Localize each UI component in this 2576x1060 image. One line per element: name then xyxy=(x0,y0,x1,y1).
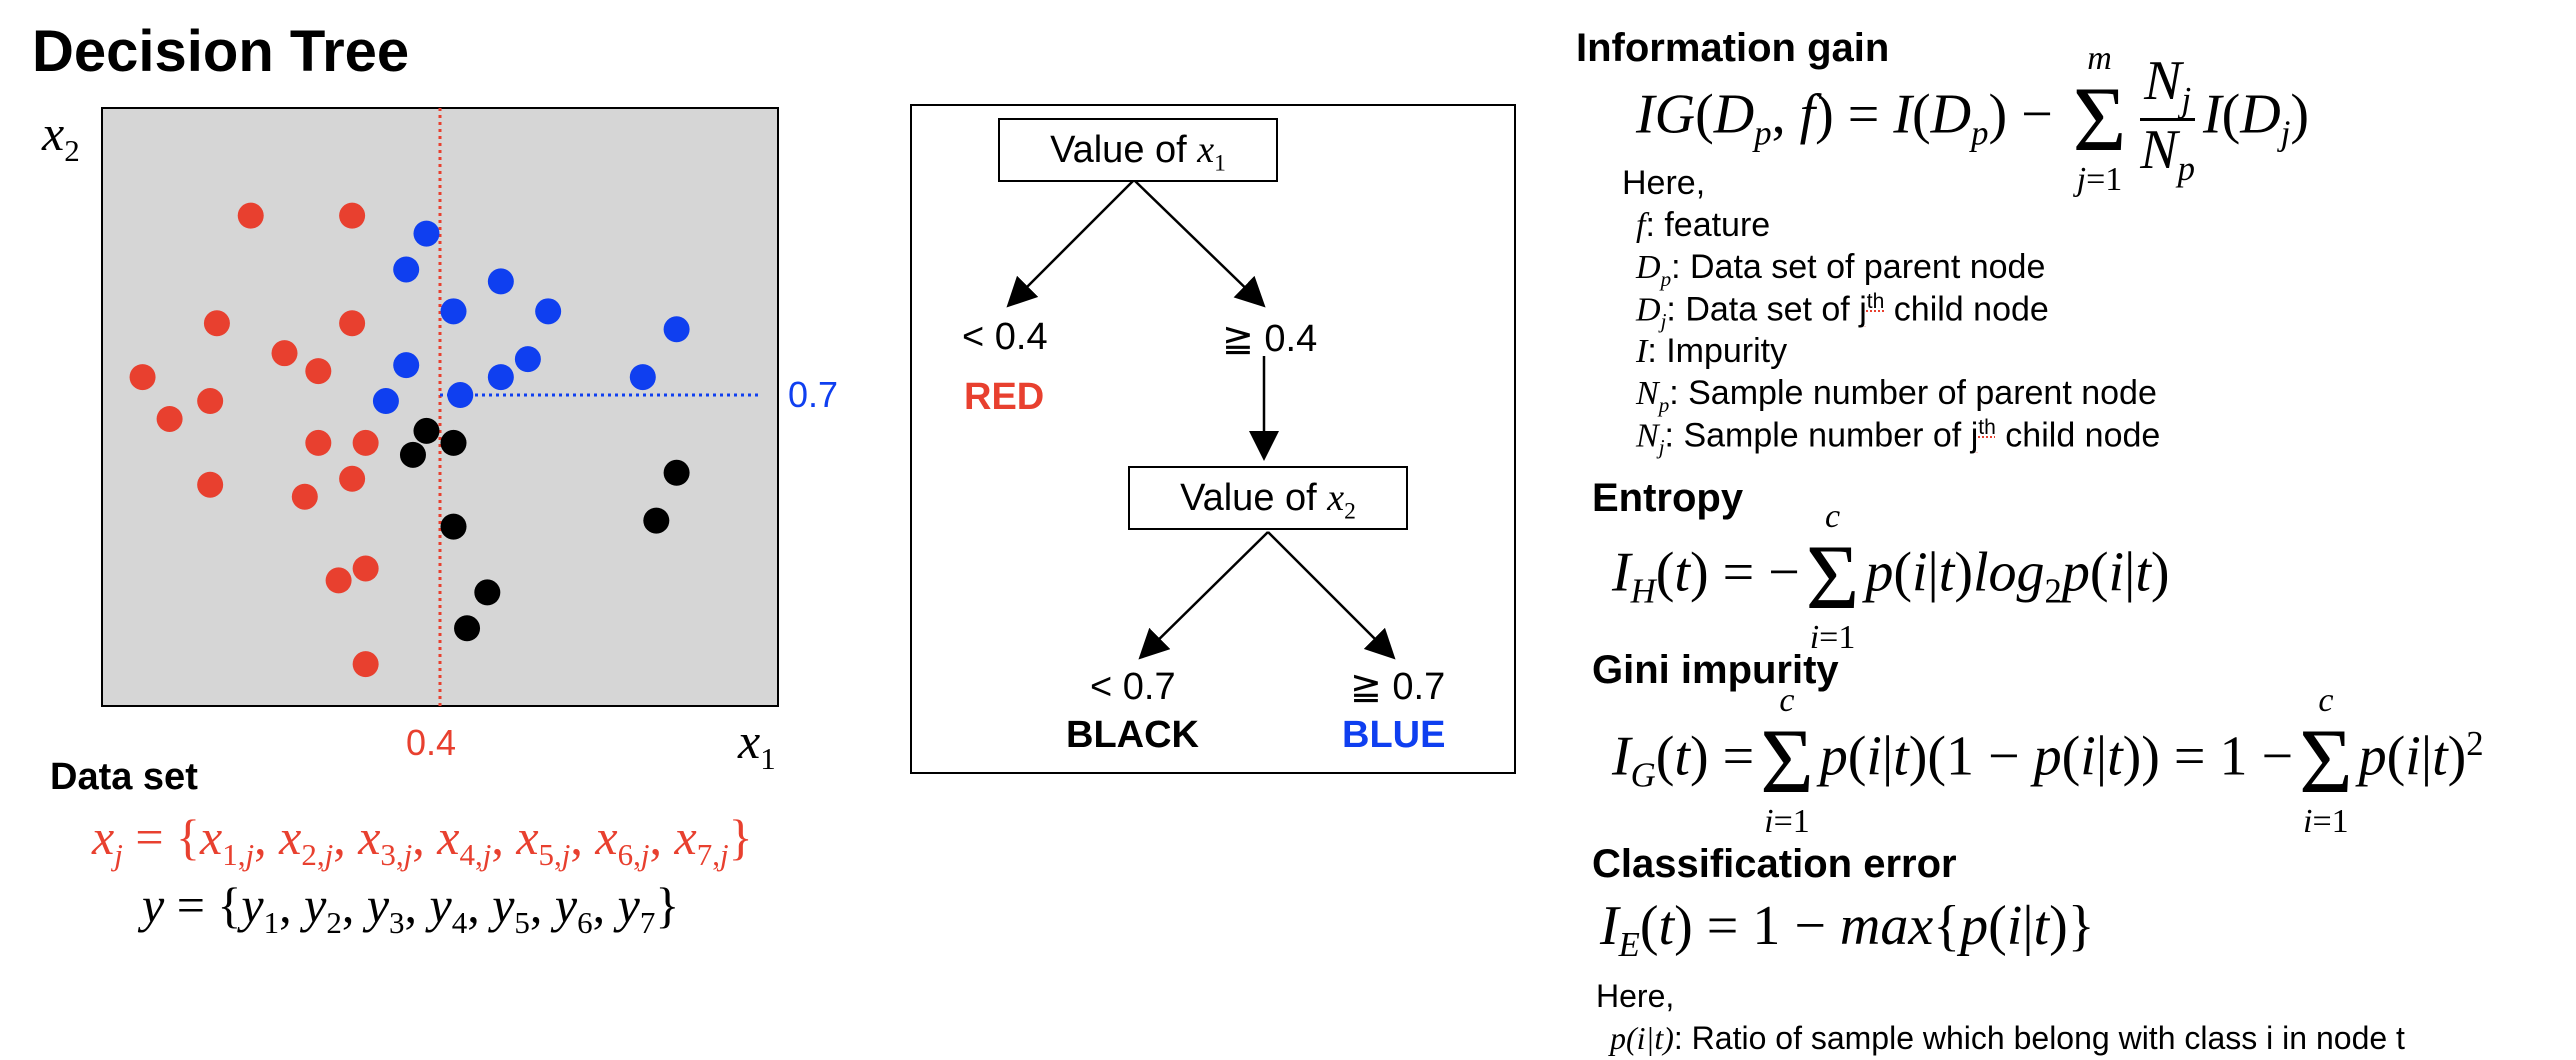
black-point xyxy=(399,441,426,468)
edge-child-right xyxy=(1267,531,1396,660)
tree-child-right-class: BLUE xyxy=(1342,714,1446,756)
black-point xyxy=(440,513,467,540)
edge-root-right xyxy=(1133,179,1266,308)
tree-child-node: Value of x2 xyxy=(1128,466,1408,530)
red-point xyxy=(237,202,264,229)
red-points xyxy=(129,202,379,678)
black-point xyxy=(454,615,481,642)
blue-points xyxy=(372,220,690,415)
red-point xyxy=(339,202,366,229)
classification-error-formula: IE(t) = 1 − max{p(i|t)} xyxy=(1600,895,2095,965)
red-point xyxy=(129,364,156,391)
red-point xyxy=(352,651,379,678)
tree-left-cond: < 0.4 xyxy=(962,316,1048,358)
blue-point xyxy=(447,382,474,409)
classification-error-here: Here, xyxy=(1596,978,1675,1014)
red-point xyxy=(352,555,379,582)
tree-left-class: RED xyxy=(964,376,1045,418)
red-point xyxy=(339,465,366,492)
dataset-heading: Data set xyxy=(50,756,198,798)
x-axis-label: x1 xyxy=(738,713,776,776)
classification-error-heading: Classification error xyxy=(1592,842,1957,886)
edge-child-left xyxy=(1138,531,1269,660)
tree-frame xyxy=(910,104,1516,774)
black-points xyxy=(399,417,690,642)
black-point xyxy=(440,429,467,456)
blue-point xyxy=(487,268,514,295)
black-point xyxy=(643,507,670,534)
def-child-samples: Nj: Sample number of jth child node xyxy=(1636,416,2161,460)
split-x-label: 0.4 xyxy=(406,722,457,763)
red-point xyxy=(203,310,230,337)
blue-point xyxy=(629,364,656,391)
red-point xyxy=(305,358,332,385)
y-axis-label: x2 xyxy=(42,105,80,168)
tree-child-left-class: BLACK xyxy=(1066,714,1199,756)
red-point xyxy=(156,405,183,432)
tree-connectors xyxy=(1006,179,1396,660)
def-child-dataset: Dj: Data set of jth child node xyxy=(1636,290,2049,334)
dataset-x-expr: xj = {x1,j, x2,j, x3,j, x4,j, x5,j, x6,j… xyxy=(92,809,753,872)
blue-point xyxy=(413,220,440,247)
red-point xyxy=(352,429,379,456)
blue-point xyxy=(372,388,399,415)
entropy-heading: Entropy xyxy=(1592,476,1744,520)
blue-point xyxy=(440,298,467,325)
red-point xyxy=(197,471,224,498)
def-ratio: p(i|t): Ratio of sample which belong wit… xyxy=(1610,1020,2405,1056)
red-point xyxy=(339,310,366,337)
def-impurity: I: Impurity xyxy=(1636,332,1788,370)
scatter-plot xyxy=(101,107,779,707)
black-point xyxy=(663,459,690,486)
black-point xyxy=(413,417,440,444)
page-title: Decision Tree xyxy=(32,19,410,84)
blue-point xyxy=(663,316,690,343)
blue-point xyxy=(393,352,420,379)
def-parent-dataset: Dp: Data set of parent node xyxy=(1636,248,2046,291)
edge-root-left xyxy=(1006,179,1135,308)
tree-root-node: Value of x1 xyxy=(998,118,1278,182)
dataset-y-expr: y = {y1, y2, y3, y4, y5, y6, y7} xyxy=(142,877,680,940)
tree-child-right-cond: ≧ 0.7 xyxy=(1350,666,1446,708)
info-gain-heading: Information gain xyxy=(1576,26,1890,70)
blue-point xyxy=(514,346,541,373)
red-point xyxy=(305,429,332,456)
tree-child-left-cond: < 0.7 xyxy=(1090,666,1176,708)
blue-point xyxy=(535,298,562,325)
def-feature: f: feature xyxy=(1636,206,1771,244)
tree-right-cond: ≧ 0.4 xyxy=(1222,318,1318,360)
black-point xyxy=(474,579,501,606)
def-parent-samples: Np: Sample number of parent node xyxy=(1636,374,2157,417)
gini-heading: Gini impurity xyxy=(1592,648,1839,692)
blue-point xyxy=(487,364,514,391)
red-point xyxy=(325,567,352,594)
red-point xyxy=(197,388,224,415)
split-y-label: 0.7 xyxy=(788,374,839,415)
info-gain-here: Here, xyxy=(1622,164,1706,202)
blue-point xyxy=(393,256,420,283)
red-point xyxy=(271,340,298,367)
red-point xyxy=(291,483,318,510)
